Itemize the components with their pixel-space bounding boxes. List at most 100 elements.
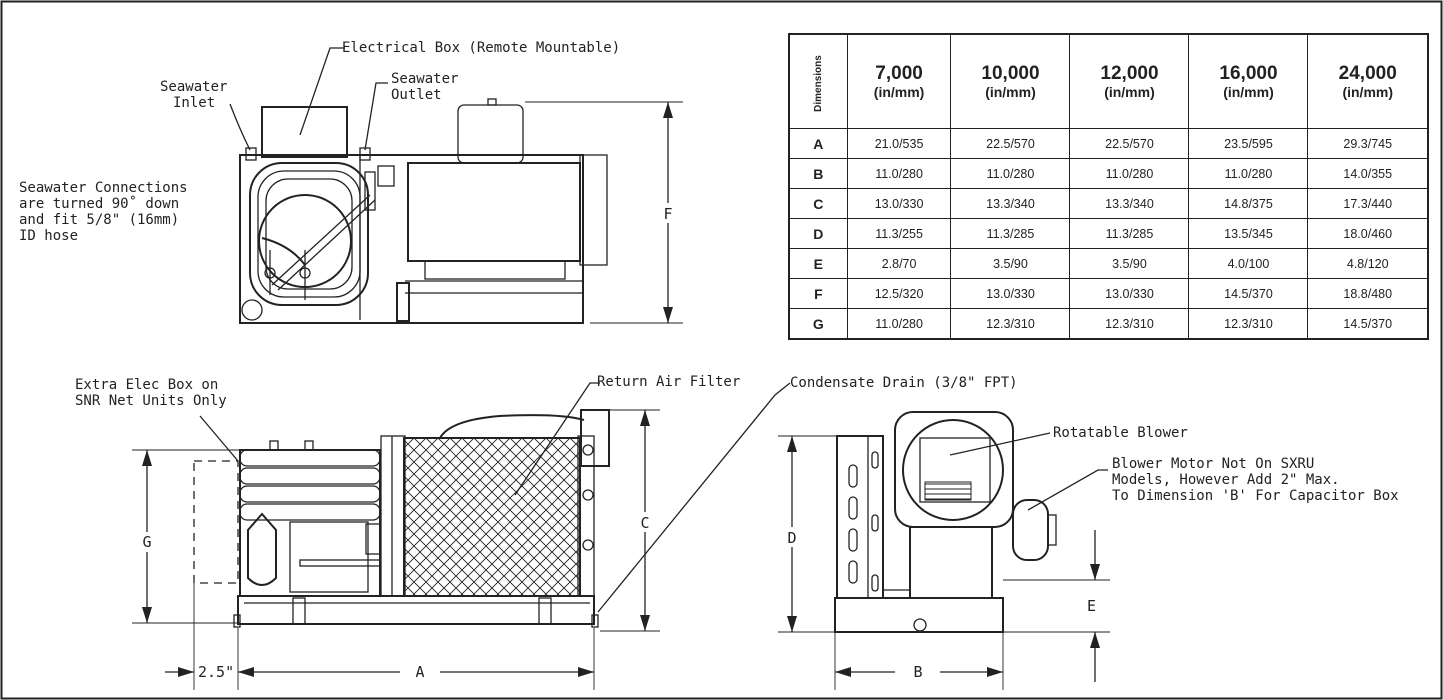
top-labels: Electrical Box (Remote Mountable) Seawat…	[19, 40, 620, 244]
table-cell: 3.5/90	[1069, 248, 1190, 279]
top-chassis	[239, 154, 584, 324]
table-row: F 12.5/320 13.0/330 13.0/330 14.5/370 18…	[788, 278, 1429, 309]
table-cell: 13.3/340	[1069, 188, 1190, 219]
dim-f-label: F	[663, 205, 672, 223]
dim-b-label: B	[913, 663, 922, 681]
label-extra-box-2: SNR Net Units Only	[75, 393, 227, 409]
table-cell: 12.3/310	[1069, 308, 1190, 340]
side-labels: Rotatable Blower Blower Motor Not On SXR…	[949, 425, 1399, 511]
top-view	[239, 98, 608, 324]
electrical-box-shape	[261, 106, 348, 158]
table-row: B 11.0/280 11.0/280 11.0/280 11.0/280 14…	[788, 158, 1429, 189]
label-blower-motor-1: Blower Motor Not On SXRU	[1112, 456, 1314, 472]
dim-c-label: C	[640, 514, 649, 532]
table-cell: 4.0/100	[1188, 248, 1309, 279]
table-cell: 17.3/440	[1307, 188, 1429, 219]
front-labels: Return Air Filter Condensate Drain (3/8"…	[514, 374, 1018, 613]
table-cell: 18.8/480	[1307, 278, 1429, 309]
label-seawater-inlet-2: Inlet	[173, 95, 215, 111]
table-row: D 11.3/255 11.3/285 11.3/285 13.5/345 18…	[788, 218, 1429, 249]
table-cell: 13.3/340	[950, 188, 1071, 219]
label-rotatable-blower: Rotatable Blower	[1053, 425, 1188, 441]
table-cell: 12.3/310	[950, 308, 1071, 340]
table-cell: 22.5/570	[950, 128, 1071, 159]
label-connections-4: ID hose	[19, 228, 78, 244]
dimension-a: 2.5" A	[165, 583, 595, 690]
base-pan	[237, 595, 595, 625]
label-connections-3: and fit 5/8" (16mm)	[19, 212, 179, 228]
table-cell: 3.5/90	[950, 248, 1071, 279]
table-row-key: A	[788, 128, 848, 159]
side-base	[834, 597, 1004, 633]
table-cell: 14.0/355	[1307, 158, 1429, 189]
table-row: G 11.0/280 12.3/310 12.3/310 12.3/310 14…	[788, 308, 1429, 340]
table-cell: 18.0/460	[1307, 218, 1429, 249]
label-condensate-drain: Condensate Drain (3/8" FPT)	[790, 375, 1018, 391]
extra-elec-box-outline	[193, 460, 239, 584]
table-row-key: E	[788, 248, 848, 279]
table-cell: 11.0/280	[1069, 158, 1190, 189]
label-blower-motor-2: Models, However Add 2" Max.	[1112, 472, 1340, 488]
table-col-header: 10,000(in/mm)	[950, 33, 1071, 129]
label-seawater-inlet-1: Seawater	[160, 79, 227, 95]
table-cell: 11.3/255	[846, 218, 952, 249]
table-cell: 13.0/330	[950, 278, 1071, 309]
dimensions-table: Dimensions 7,000(in/mm) 10,000(in/mm) 12…	[788, 33, 1429, 340]
table-row-key: C	[788, 188, 848, 219]
table-cell: 29.3/745	[1307, 128, 1429, 159]
table-row-key: F	[788, 278, 848, 309]
table-col-header: 7,000(in/mm)	[846, 33, 952, 129]
return-air-filter-mesh	[403, 437, 581, 597]
table-cell: 14.8/375	[1188, 188, 1309, 219]
table-cell: 11.0/280	[1188, 158, 1309, 189]
dim-a-label: A	[415, 663, 424, 681]
dimension-b: B	[834, 632, 1004, 690]
blower-body-side	[894, 411, 1014, 528]
dim-e-label: E	[1087, 597, 1096, 615]
label-seawater-outlet-2: Outlet	[391, 87, 442, 103]
table-col-header: 24,000(in/mm)	[1307, 33, 1429, 129]
table-row: A 21.0/535 22.5/570 22.5/570 23.5/595 29…	[788, 128, 1429, 159]
dimension-e: E	[1003, 530, 1110, 682]
label-blower-motor-3: To Dimension 'B' For Capacitor Box	[1112, 488, 1399, 504]
blower-housing-top	[407, 162, 581, 262]
table-cell: 13.5/345	[1188, 218, 1309, 249]
table-cell: 2.8/70	[846, 248, 952, 279]
table-cell: 11.0/280	[846, 158, 952, 189]
label-extra-box-1: Extra Elec Box on	[75, 377, 218, 393]
table-header-row: Dimensions 7,000(in/mm) 10,000(in/mm) 12…	[788, 33, 1429, 129]
table-cell: 14.5/370	[1188, 278, 1309, 309]
dimension-c: C	[600, 409, 660, 632]
table-cell: 11.0/280	[950, 158, 1071, 189]
table-col-header: 12,000(in/mm)	[1069, 33, 1190, 129]
label-connections-1: Seawater Connections	[19, 180, 188, 196]
label-seawater-outlet-1: Seawater	[391, 71, 458, 87]
table-row-key: D	[788, 218, 848, 249]
table-cell: 11.3/285	[1069, 218, 1190, 249]
label-connections-2: are turned 90˚ down	[19, 195, 179, 212]
table-cell: 13.0/330	[846, 188, 952, 219]
table-cell: 23.5/595	[1188, 128, 1309, 159]
dimension-g: G	[132, 449, 240, 624]
side-view	[834, 411, 1057, 633]
table-cell: 4.8/120	[1307, 248, 1429, 279]
dim-g-label: G	[142, 533, 151, 551]
table-row: C 13.0/330 13.3/340 13.3/340 14.8/375 17…	[788, 188, 1429, 219]
front-view: Extra Elec Box on SNR Net Units Only	[75, 377, 610, 628]
label-return-air-filter: Return Air Filter	[597, 374, 740, 390]
table-row-key: G	[788, 308, 848, 340]
table-cell: 12.5/320	[846, 278, 952, 309]
label-electrical-box: Electrical Box (Remote Mountable)	[342, 40, 620, 56]
table-row: E 2.8/70 3.5/90 3.5/90 4.0/100 4.8/120	[788, 248, 1429, 279]
table-cell: 12.3/310	[1188, 308, 1309, 340]
table-cell: 11.3/285	[950, 218, 1071, 249]
table-cell: 13.0/330	[1069, 278, 1190, 309]
table-col-header: 16,000(in/mm)	[1188, 33, 1309, 129]
dimension-f: F	[525, 101, 683, 324]
table-corner-header: Dimensions	[788, 33, 848, 129]
table-row-key: B	[788, 158, 848, 189]
table-cell: 21.0/535	[846, 128, 952, 159]
dim-offset-label: 2.5"	[198, 663, 234, 681]
